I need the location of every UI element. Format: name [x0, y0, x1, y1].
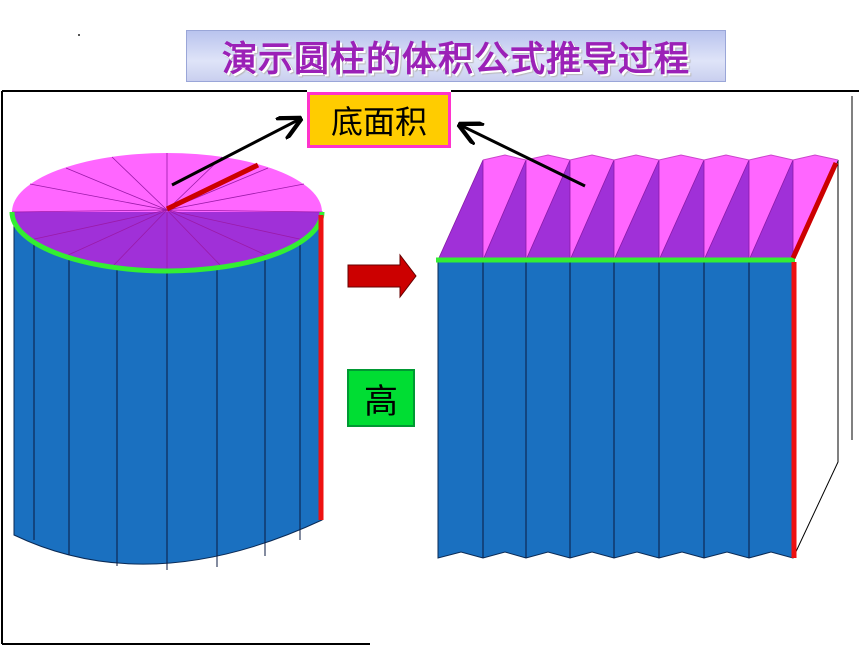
page-title: 演示圆柱的体积公式推导过程 [221, 39, 690, 80]
height-label: 高 [347, 369, 415, 427]
pointer-arrow-right [460, 125, 586, 188]
radius-line [165, 162, 260, 212]
cuboid-front-face [437, 259, 794, 559]
cylinder-top-sectors [11, 153, 323, 271]
frame [1, 90, 859, 645]
cuboid-front-lines [482, 262, 750, 558]
cylinder [9, 153, 325, 570]
cylinder-side-lines [33, 228, 301, 570]
transform-arrow [347, 253, 417, 299]
cuboid [436, 154, 839, 559]
base-area-label: 底面积 [307, 92, 451, 148]
pointer-arrow-left [171, 119, 300, 187]
circumference-line [9, 211, 325, 274]
cuboid-top-edge-zigzag [482, 154, 839, 161]
cuboid-top-teeth [437, 159, 794, 261]
cuboid-width-line [790, 161, 839, 260]
stray-dot [78, 34, 80, 36]
title-banner: 演示圆柱的体积公式推导过程 [186, 30, 726, 82]
